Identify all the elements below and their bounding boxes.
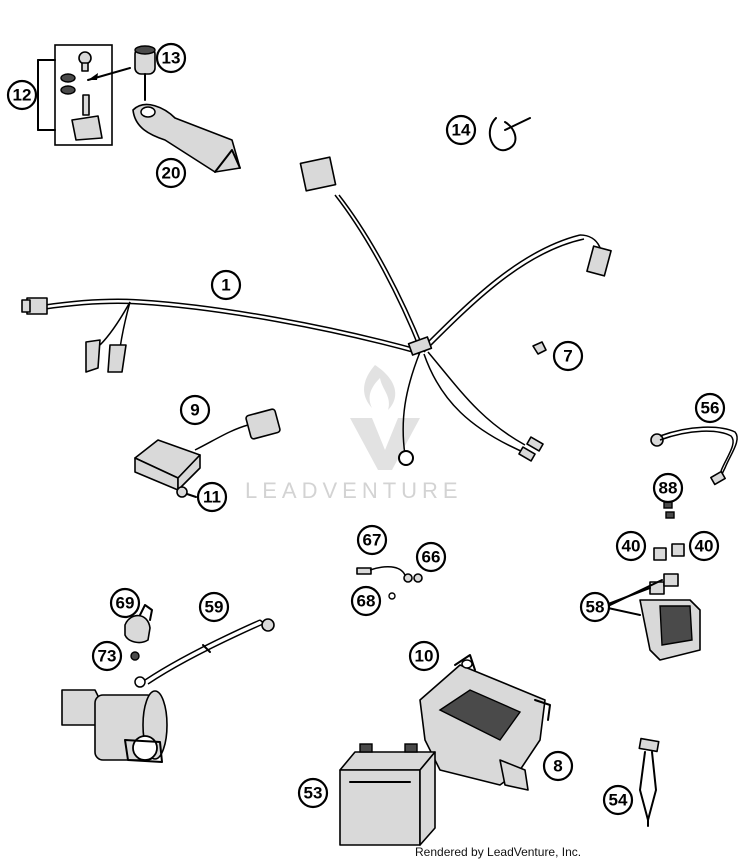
part-40-fuses [653,543,685,561]
callout-10: 10 [408,640,440,672]
part-11-bolt [176,486,197,498]
part-73-nut [130,651,140,661]
svg-text:59: 59 [205,598,224,617]
svg-text:54: 54 [609,791,628,810]
callout-7: 7 [552,340,584,372]
callout-56: 56 [694,392,726,424]
svg-text:40: 40 [695,537,714,556]
starter-motor [61,689,168,763]
svg-text:69: 69 [116,594,135,613]
part-7-clip [532,341,547,355]
svg-text:53: 53 [304,784,323,803]
part-1-wiring-harness [21,156,612,466]
callout-40-right: 40 [688,530,720,562]
callout-53: 53 [297,777,329,809]
callout-58: 58 [579,591,611,623]
credit-text: Rendered by LeadVenture, Inc. [415,845,582,859]
svg-text:66: 66 [422,548,441,567]
callout-12: 12 [6,79,38,111]
callout-73: 73 [91,640,123,672]
callout-1: 1 [210,269,242,301]
callout-69: 69 [109,587,141,619]
part-69-cap [124,604,153,644]
part-56-cable [650,426,738,486]
svg-text:56: 56 [701,399,720,418]
part-58-fuse-box [607,573,701,661]
part-59-cable [134,618,275,688]
part-9-regulator [134,408,281,491]
svg-text:58: 58 [586,598,605,617]
callout-8: 8 [542,750,574,782]
callout-67: 67 [356,524,388,556]
svg-text:8: 8 [553,757,562,776]
svg-text:13: 13 [162,49,181,68]
callout-54: 54 [602,784,634,816]
part-20-bracket [132,103,241,173]
svg-text:14: 14 [452,121,471,140]
callout-20: 20 [155,157,187,189]
svg-text:7: 7 [563,347,572,366]
svg-text:12: 12 [13,86,32,105]
svg-text:1: 1 [221,276,230,295]
part-12-screw-set [37,44,131,146]
watermark-text: LEADVENTURE [245,478,463,503]
part-14-cable-tie [488,117,531,152]
callout-68: 68 [350,585,382,617]
svg-text:11: 11 [203,488,221,507]
callout-11: 11 [196,481,228,513]
callout-88: 88 [652,472,684,504]
callout-13: 13 [155,42,187,74]
svg-text:9: 9 [190,401,199,420]
svg-text:73: 73 [98,647,117,666]
part-8-battery-box [419,654,551,791]
part-54-fuse-puller [638,737,660,827]
svg-text:40: 40 [622,537,641,556]
callout-14: 14 [445,114,477,146]
part-88-caps [663,501,675,519]
svg-text:68: 68 [357,592,376,611]
part-13-bushing [134,45,156,101]
svg-text:67: 67 [363,531,382,550]
part-53-battery [339,743,436,846]
callout-9: 9 [179,394,211,426]
callout-40-left: 40 [615,530,647,562]
svg-text:88: 88 [659,479,678,498]
watermark: LEADVENTURE [245,365,463,503]
callout-59: 59 [198,591,230,623]
svg-text:20: 20 [162,164,181,183]
part-67-wire-and-screws [356,565,423,600]
callout-66: 66 [415,541,447,573]
svg-text:10: 10 [415,647,434,666]
